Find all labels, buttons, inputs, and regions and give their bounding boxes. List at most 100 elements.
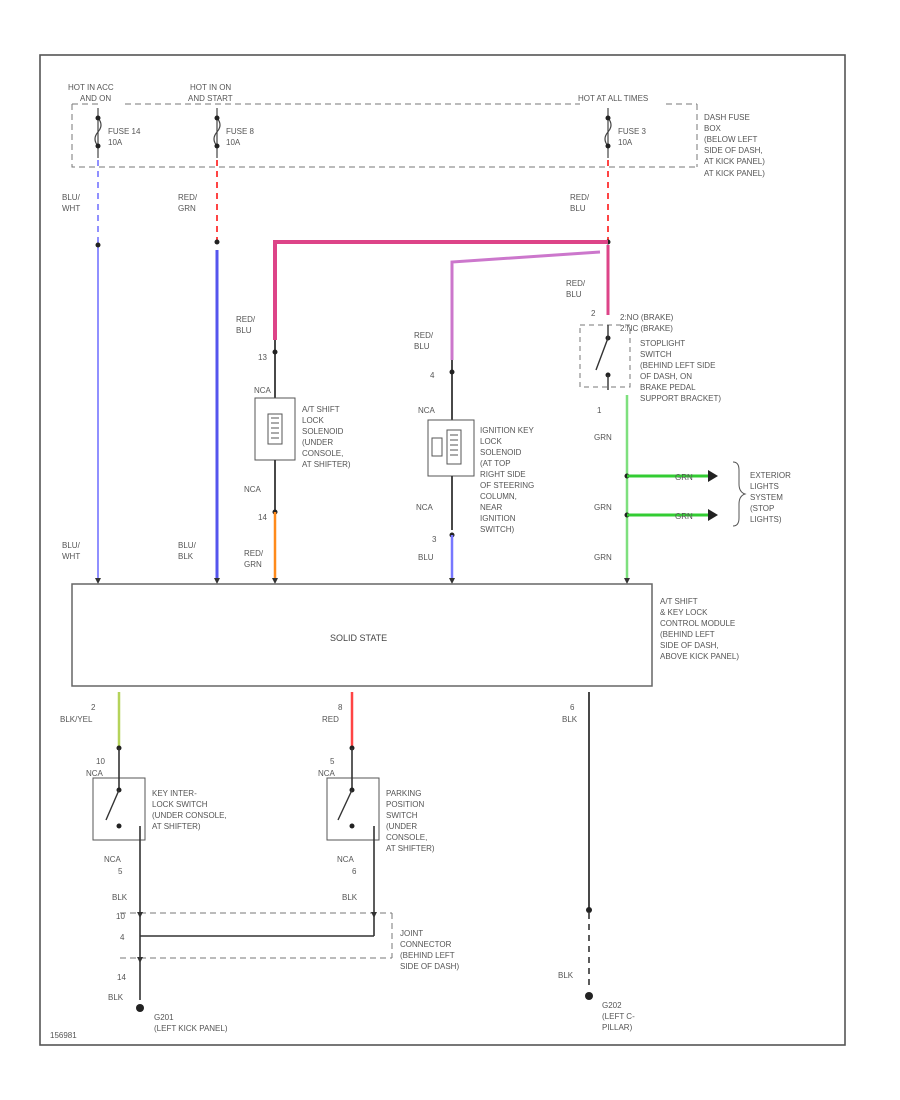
wire-red-blu-to-shift-solenoid [273, 240, 608, 340]
key-solenoid-coil [431, 429, 462, 465]
diagram-border [39, 54, 846, 1046]
svg-text:DASH FUSE: DASH FUSE [704, 113, 750, 122]
arrow-to-lights-2 [708, 509, 718, 521]
key-solenoid-nca-bottom: NCA [416, 503, 434, 512]
svg-text:(UNDER: (UNDER [302, 438, 333, 447]
svg-text:SIDE OF DASH,: SIDE OF DASH, [704, 146, 763, 155]
svg-text:STOPLIGHT: STOPLIGHT [640, 339, 685, 348]
stoplight-switch-contacts [595, 325, 611, 390]
key-solenoid-pin-4-dot [449, 369, 455, 375]
svg-text:AT SHIFTER): AT SHIFTER) [386, 844, 435, 853]
wire-red-grn-label-2: GRN [178, 204, 196, 213]
pin-5: 5 [118, 867, 123, 876]
exterior-lights-brace [732, 461, 747, 527]
key-solenoid-wire-label-2: BLU [414, 342, 430, 351]
svg-text:(STOP: (STOP [750, 504, 774, 513]
wire-blu-blk-label: BLU/ [178, 541, 197, 550]
svg-text:COLUMN,: COLUMN, [480, 492, 517, 501]
stoplight-state-no: 2:NO (BRAKE) [620, 313, 674, 322]
svg-text:LOCK: LOCK [302, 416, 324, 425]
svg-text:CONTROL MODULE: CONTROL MODULE [660, 619, 735, 628]
wire-blu-blk-label-2: BLK [178, 552, 194, 561]
park-switch-nca-bottom: NCA [337, 855, 355, 864]
svg-text:SOLENOID: SOLENOID [480, 448, 522, 457]
svg-text:(BEHIND LEFT: (BEHIND LEFT [400, 951, 455, 960]
stoplight-switch-label: STOPLIGHT SWITCH (BEHIND LEFT SIDE OF DA… [640, 339, 721, 403]
fuse-3-label: FUSE 3 [618, 127, 647, 136]
wire-blk-label-3: BLK [108, 993, 124, 1002]
wire-red-blu-to-key-solenoid [450, 250, 601, 360]
svg-text:LIGHTS: LIGHTS [750, 482, 779, 491]
fuse-14: FUSE 14 10A [94, 108, 141, 158]
wire-blk-label-1: BLK [112, 893, 128, 902]
svg-text:CONSOLE,: CONSOLE, [302, 449, 343, 458]
svg-text:AT KICK PANEL): AT KICK PANEL) [704, 169, 765, 178]
park-switch-nca-top: NCA [318, 769, 336, 778]
svg-text:OF DASH, ON: OF DASH, ON [640, 372, 692, 381]
fuse-8-rating: 10A [226, 138, 241, 147]
pin-6-module: 6 [570, 703, 575, 712]
g201-location: (LEFT KICK PANEL) [154, 1024, 228, 1033]
svg-text:A/T SHIFT: A/T SHIFT [660, 597, 698, 606]
hot-acc-label-2: AND ON [80, 94, 111, 103]
shift-solenoid-pin-13-dot [272, 349, 278, 355]
wire-blu-wht-1-label-2: WHT [62, 204, 80, 213]
shift-solenoid-coil [267, 413, 283, 445]
svg-text:RIGHT SIDE: RIGHT SIDE [480, 470, 526, 479]
svg-text:SYSTEM: SYSTEM [750, 493, 783, 502]
joint-connector-label: JOINT CONNECTOR (BEHIND LEFT SIDE OF DAS… [400, 929, 459, 971]
svg-text:BRAKE PEDAL: BRAKE PEDAL [640, 383, 696, 392]
svg-text:BOX: BOX [704, 124, 722, 133]
pin-10b: 10 [116, 912, 125, 921]
svg-text:EXTERIOR: EXTERIOR [750, 471, 791, 480]
fuse-8-label: FUSE 8 [226, 127, 255, 136]
g202-label: G202 [602, 1001, 622, 1010]
svg-text:AT KICK PANEL): AT KICK PANEL) [704, 157, 765, 166]
svg-text:SUPPORT BRACKET): SUPPORT BRACKET) [640, 394, 721, 403]
svg-text:LOCK: LOCK [480, 437, 502, 446]
svg-text:IGNITION: IGNITION [480, 514, 516, 523]
control-module-state: SOLID STATE [330, 633, 387, 643]
svg-text:PARKING: PARKING [386, 789, 421, 798]
shift-solenoid-nca-bottom: NCA [244, 485, 262, 494]
key-solenoid-wire-label: RED/ [414, 331, 434, 340]
svg-text:KEY INTER-: KEY INTER- [152, 789, 197, 798]
svg-text:SIDE OF DASH,: SIDE OF DASH, [660, 641, 719, 650]
pin-3: 3 [432, 535, 437, 544]
ground-g201 [136, 1004, 144, 1012]
park-switch-box [326, 777, 380, 841]
fuse-box-label: DASH FUSE BOX (BELOW LEFT SIDE OF DASH, … [704, 113, 765, 178]
pin-14b: 14 [117, 973, 126, 982]
svg-text:SOLENOID: SOLENOID [302, 427, 344, 436]
stoplight-switch-box [579, 324, 631, 388]
pin-4b: 4 [120, 933, 125, 942]
pin-5b: 5 [330, 757, 335, 766]
svg-text:NEAR: NEAR [480, 503, 502, 512]
svg-text:(UNDER CONSOLE,: (UNDER CONSOLE, [152, 811, 227, 820]
hot-on-label-2: AND START [188, 94, 233, 103]
svg-text:SWITCH: SWITCH [640, 350, 672, 359]
key-interlock-contacts [105, 748, 141, 880]
svg-text:(UNDER: (UNDER [386, 822, 417, 831]
key-interlock-nca-bottom: NCA [104, 855, 122, 864]
shift-solenoid-nca-top: NCA [254, 386, 272, 395]
wire-red-grn-2-label-2: GRN [244, 560, 262, 569]
stoplight-state-nc: 2:NC (BRAKE) [620, 324, 673, 333]
svg-text:(BELOW LEFT: (BELOW LEFT [704, 135, 757, 144]
svg-text:AT SHIFTER): AT SHIFTER) [152, 822, 201, 831]
fuse-3: FUSE 3 10A [604, 108, 647, 158]
wire-blk-yel-label: BLK/YEL [60, 715, 93, 724]
svg-text:(BEHIND LEFT SIDE: (BEHIND LEFT SIDE [640, 361, 715, 370]
svg-text:OF STEERING: OF STEERING [480, 481, 534, 490]
hot-acc-label: HOT IN ACC [68, 83, 114, 92]
svg-text:SWITCH): SWITCH) [480, 525, 515, 534]
pin-6: 6 [352, 867, 357, 876]
wire-grn-label-1: GRN [594, 433, 612, 442]
svg-text:A/T SHIFT: A/T SHIFT [302, 405, 340, 414]
joint-connector [120, 880, 393, 1000]
wire-blu-wht-1-label: BLU/ [62, 193, 81, 202]
key-interlock-nca-top: NCA [86, 769, 104, 778]
key-solenoid-nca-top: NCA [418, 406, 436, 415]
wire-red-blu-sw-label-2: BLU [566, 290, 582, 299]
